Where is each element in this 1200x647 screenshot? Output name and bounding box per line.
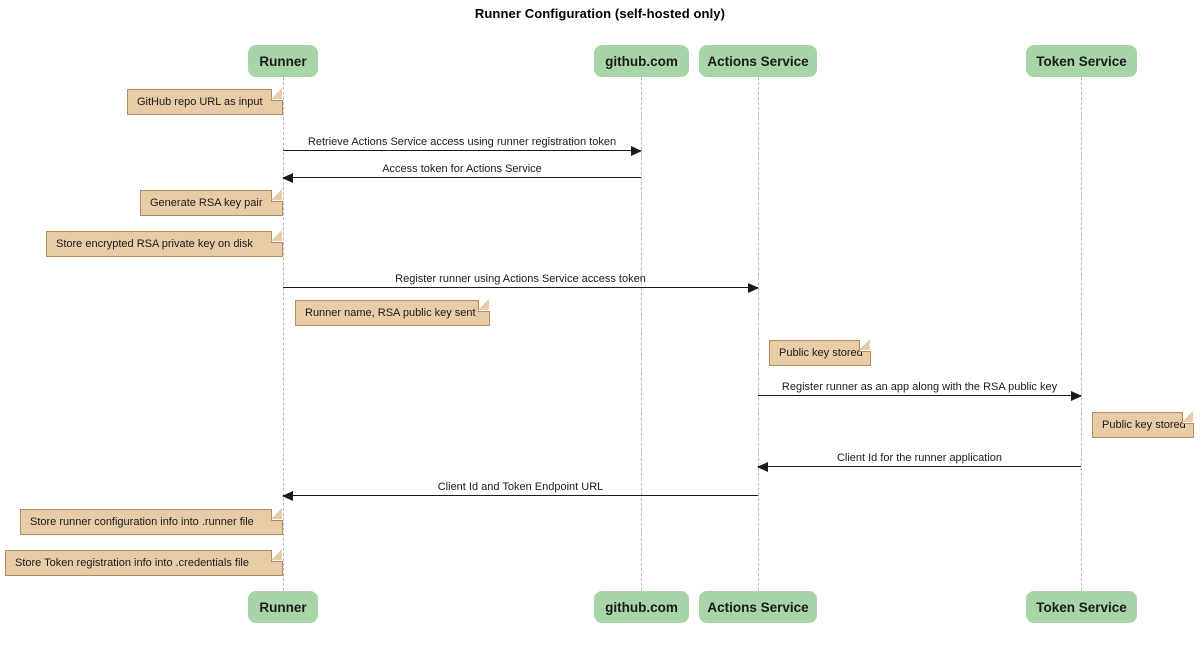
msg-client-id-runner-app-label: Client Id for the runner application: [836, 452, 1003, 464]
participant-header-actions[interactable]: Actions Service: [699, 45, 817, 77]
page-title: Runner Configuration (self-hosted only): [474, 6, 726, 21]
lifeline-actions: [758, 77, 759, 591]
participant-header-github[interactable]: github.com: [594, 45, 689, 77]
arrowhead-right-icon: [1071, 391, 1082, 401]
note-store-token-registration: Store Token registration info into .cred…: [5, 549, 283, 576]
arrowhead-left-icon: [757, 462, 768, 472]
participant-footer-github[interactable]: github.com: [594, 591, 689, 623]
msg-retrieve-actions-access-label: Retrieve Actions Service access using ru…: [307, 136, 617, 148]
note-store-encrypted-rsa: Store encrypted RSA private key on disk: [46, 230, 283, 257]
msg-access-token: Access token for Actions Service: [282, 163, 641, 183]
participant-footer-token[interactable]: Token Service: [1026, 591, 1137, 623]
msg-register-runner: Register runner using Actions Service ac…: [283, 273, 759, 293]
lifeline-runner: [283, 77, 284, 591]
lifeline-token: [1081, 77, 1082, 591]
note-store-runner-config-text: Store runner configuration info into .ru…: [30, 516, 254, 528]
msg-access-token-label: Access token for Actions Service: [382, 163, 542, 175]
note-runner-name-public-key: Runner name, RSA public key sent: [295, 299, 490, 326]
note-fold-corner-icon: [271, 88, 283, 101]
note-generate-rsa: Generate RSA key pair: [140, 189, 283, 216]
note-public-key-stored-token-text: Public key stored: [1102, 419, 1186, 431]
note-generate-rsa-text: Generate RSA key pair: [150, 197, 263, 209]
note-fold-corner-icon: [271, 549, 283, 562]
note-store-runner-config: Store runner configuration info into .ru…: [20, 508, 283, 535]
note-github-repo-url-text: GitHub repo URL as input: [137, 96, 263, 108]
note-public-key-stored-token: Public key stored: [1092, 411, 1194, 438]
note-fold-corner-icon: [271, 189, 283, 202]
note-fold-corner-icon: [271, 508, 283, 521]
arrowhead-left-icon: [282, 173, 293, 183]
note-store-token-registration-text: Store Token registration info into .cred…: [15, 557, 249, 569]
msg-retrieve-actions-access: Retrieve Actions Service access using ru…: [283, 136, 642, 156]
msg-register-runner-label: Register runner using Actions Service ac…: [395, 273, 646, 285]
participant-header-runner[interactable]: Runner: [248, 45, 318, 77]
note-public-key-stored-actions: Public key stored: [769, 339, 871, 366]
arrowhead-right-icon: [631, 146, 642, 156]
msg-client-id-runner-app: Client Id for the runner application: [757, 452, 1081, 472]
msg-register-runner-app-label: Register runner as an app along with the…: [781, 381, 1058, 393]
note-fold-corner-icon: [859, 339, 871, 352]
participant-footer-actions[interactable]: Actions Service: [699, 591, 817, 623]
arrowhead-right-icon: [748, 283, 759, 293]
participant-footer-runner[interactable]: Runner: [248, 591, 318, 623]
arrowhead-left-icon: [282, 491, 293, 501]
note-github-repo-url: GitHub repo URL as input: [127, 88, 283, 115]
participant-header-token[interactable]: Token Service: [1026, 45, 1137, 77]
note-fold-corner-icon: [478, 299, 490, 312]
msg-register-runner-app: Register runner as an app along with the…: [758, 381, 1082, 401]
note-fold-corner-icon: [271, 230, 283, 243]
msg-client-id-token-endpoint: Client Id and Token Endpoint URL: [282, 481, 758, 501]
lifeline-github: [641, 77, 642, 591]
note-runner-name-public-key-text: Runner name, RSA public key sent: [305, 307, 476, 319]
note-store-encrypted-rsa-text: Store encrypted RSA private key on disk: [56, 238, 253, 250]
note-fold-corner-icon: [1182, 411, 1194, 424]
msg-client-id-token-endpoint-label: Client Id and Token Endpoint URL: [437, 481, 604, 493]
note-public-key-stored-actions-text: Public key stored: [779, 347, 863, 359]
